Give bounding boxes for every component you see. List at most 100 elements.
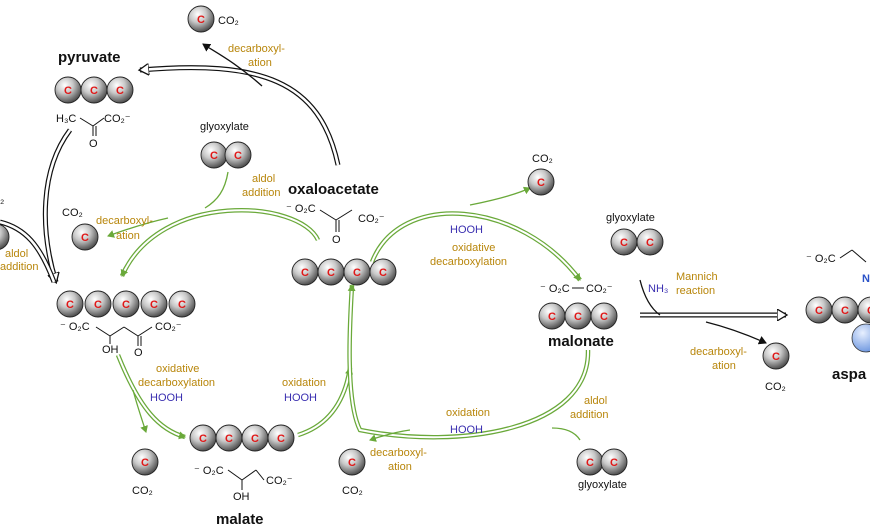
carbon-atom-co2-left-1: C <box>71 223 99 251</box>
rx-aldol-top-2: addition <box>242 187 281 199</box>
rx-oxidation-bottom: oxidation <box>446 407 490 419</box>
carbon-atom-label: C <box>620 237 628 249</box>
carbon-atom-glyoxylate-top-1: C <box>200 141 228 169</box>
carbon-atom-malate-4: C <box>267 424 295 452</box>
carbon-atom-label: C <box>122 299 130 311</box>
carbon-atom-c4-chain-2: C <box>317 258 345 286</box>
co2-label-bottom-middle: CO₂ <box>342 485 363 497</box>
rx-aldol-edge-2: addition <box>0 261 39 273</box>
carbon-atom-label: C <box>574 311 582 323</box>
formula-hydroxy-right: CO₂⁻ <box>155 321 182 333</box>
rx-decarbox-left-2: ation <box>116 230 140 242</box>
reagent-glyoxylate-top: glyoxylate <box>200 121 249 133</box>
formula-oxaloacetate-o: O <box>332 234 341 246</box>
reagent-glyoxylate-bottom: glyoxylate <box>578 479 627 491</box>
formula-pyruvate-h3c: H₃C <box>56 113 76 125</box>
carbon-atom-co2-bottom-middle-1: C <box>338 448 366 476</box>
rx-aldol-edge-1: aldol <box>5 248 28 260</box>
carbon-atoms-layer: CCCCCCCCCCCCCCCCCCCCCCCCCCCCCCCCCCC <box>0 5 870 476</box>
nitrogen-atom-ball <box>851 323 870 353</box>
carbon-atom-label: C <box>210 150 218 162</box>
co2-label-top: CO₂ <box>218 15 239 27</box>
reagent-nh3: NH₃ <box>648 283 668 295</box>
arrow-decarboxylation-right <box>705 321 767 345</box>
co2-label-left: CO₂ <box>62 207 83 219</box>
arrow-co2-left-bottom <box>132 389 148 433</box>
label-aspartate: aspa <box>832 366 867 383</box>
arrow-decarboxylation-left <box>107 217 169 238</box>
carbon-atom-label: C <box>646 237 654 249</box>
carbon-atom-label: C <box>81 232 89 244</box>
carbon-atom-label: C <box>348 457 356 469</box>
reagent-hooh-middle: HOOH <box>284 392 317 404</box>
carbon-atom-co2-bottom-left-1: C <box>131 448 159 476</box>
carbon-atom-label: C <box>116 85 124 97</box>
co2-label-bottom-left: CO₂ <box>132 485 153 497</box>
label-malate: malate <box>216 511 264 528</box>
rx-aldol-bottom-2: addition <box>570 409 609 421</box>
carbon-atom-label: C <box>66 299 74 311</box>
carbon-atom-label: C <box>197 14 205 26</box>
carbon-atom-label: C <box>772 351 780 363</box>
carbon-atom-glyoxylate-bottom-2: C <box>600 448 628 476</box>
carbon-atom-edge-partial-1: C <box>0 224 10 250</box>
carbon-atom-label: C <box>178 299 186 311</box>
rx-decarbox-bottom-2: ation <box>388 461 412 473</box>
formula-edge-co2: ₂ <box>0 194 4 206</box>
rx-oxidative-right-2: decarboxylation <box>430 256 507 268</box>
carbon-atom-pyruvate-1: C <box>54 76 82 104</box>
carbon-atom-label: C <box>199 433 207 445</box>
carbon-atom-co2-right-1: C <box>762 342 790 370</box>
arrow-glyoxylate-aldol-bottom <box>551 427 581 441</box>
formula-oxaloacetate-right: CO₂⁻ <box>358 213 385 225</box>
carbon-atom-label: C <box>234 150 242 162</box>
rx-decarbox-left-1: decarboxyl- <box>96 215 153 227</box>
label-malonate: malonate <box>548 333 614 350</box>
carbon-atom-label: C <box>610 457 618 469</box>
carbon-atom-malate-2: C <box>215 424 243 452</box>
formula-pyruvate-co2: CO₂⁻ <box>104 113 131 125</box>
carbon-atom-label: C <box>150 299 158 311</box>
carbon-atom-glyoxylate-right-2: C <box>636 228 664 256</box>
carbon-atom-hydroxy-c5-2: C <box>84 290 112 318</box>
formula-malate-right: CO₂⁻ <box>266 475 293 487</box>
carbon-atom-label: C <box>353 267 361 279</box>
rx-decarbox-bottom-1: decarboxyl- <box>370 447 427 459</box>
carbon-atom-c4-chain-3: C <box>343 258 371 286</box>
reagent-hooh-bottom: HOOH <box>450 424 483 436</box>
carbon-atom-glyoxylate-top-2: C <box>224 141 252 169</box>
carbon-atom-malonate-2: C <box>564 302 592 330</box>
carbon-atom-glyoxylate-right-1: C <box>610 228 638 256</box>
carbon-atom-label: C <box>301 267 309 279</box>
rx-mannich-1: Mannich <box>676 271 718 283</box>
arrow-co2-top-right <box>469 186 531 206</box>
reagent-glyoxylate-right: glyoxylate <box>606 212 655 224</box>
co2-label-right: CO₂ <box>765 381 786 393</box>
carbon-atom-hydroxy-c5-5: C <box>168 290 196 318</box>
formula-hydroxy-o: O <box>134 347 143 359</box>
carbon-atom-malate-1: C <box>189 424 217 452</box>
arrow-decarboxylation-top <box>202 43 263 87</box>
carbon-atom-aspartate-3: C <box>857 296 870 324</box>
formula-malate-left: ⁻ O₂C <box>194 465 224 477</box>
carbon-atom-label: C <box>251 433 259 445</box>
carbon-atom-label: C <box>327 267 335 279</box>
carbon-atom-pyruvate-2: C <box>80 76 108 104</box>
formula-malonate-left: ⁻ O₂C <box>540 283 570 295</box>
carbon-atom-label: C <box>90 85 98 97</box>
carbon-atom-aspartate-2: C <box>831 296 859 324</box>
formula-hydroxy-oh: OH <box>102 344 119 356</box>
carbon-atom-hydroxy-c5-4: C <box>140 290 168 318</box>
carbon-atom-label: C <box>815 305 823 317</box>
arrows-layer <box>0 43 786 442</box>
formula-pyruvate-o: O <box>89 138 98 150</box>
carbon-atom-co2-top-right-1: C <box>527 168 555 196</box>
carbon-atom-c4-chain-4: C <box>369 258 397 286</box>
arrow-glyoxylate-aldol-top <box>204 171 229 209</box>
carbon-atom-c4-chain-1: C <box>291 258 319 286</box>
rx-decarbox-top-2: ation <box>248 57 272 69</box>
rx-decarbox-right-2: ation <box>712 360 736 372</box>
rx-oxidative-left-1: oxidative <box>156 363 199 375</box>
